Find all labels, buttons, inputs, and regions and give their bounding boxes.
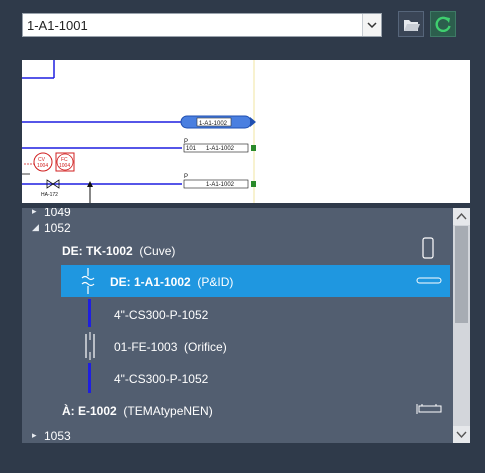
- exchanger-id: À: E-1002: [62, 404, 117, 418]
- exchanger-type: (TEMAtypeNEN): [123, 404, 213, 418]
- chevron-down-icon: [456, 431, 467, 439]
- ref-label-2: 1-A1-1002: [206, 146, 235, 152]
- tree-scrollbar[interactable]: [453, 208, 470, 443]
- pid-id: DE: 1-A1-1002: [110, 275, 191, 289]
- tree-node-tank[interactable]: DE: TK-1002 (Cuve): [62, 244, 175, 258]
- tree-node-pipe-1[interactable]: 4"-CS300-P-1052: [114, 308, 209, 322]
- tree-node-exchanger[interactable]: À: E-1002 (TEMAtypeNEN): [62, 404, 213, 418]
- scroll-up-button[interactable]: [453, 208, 470, 225]
- fc-number: 1004: [59, 163, 70, 169]
- tree-node-1052[interactable]: 1052: [44, 221, 71, 235]
- pid-preview[interactable]: 1-A1-1002 P 101 1-A1-1002 CV 1004 FC 100…: [22, 60, 470, 203]
- cv-number: 1004: [37, 163, 48, 169]
- refresh-icon: [435, 16, 451, 32]
- pid-node-label: DE: 1-A1-1002 (P&ID): [110, 275, 233, 289]
- tree-node-1053[interactable]: 1053: [44, 429, 71, 443]
- orifice-type: (Orifice): [184, 340, 227, 354]
- dropdown-toggle[interactable]: [362, 14, 381, 36]
- expand-arrow-icon[interactable]: ▸: [32, 208, 37, 216]
- expand-arrow-icon[interactable]: ▸: [32, 430, 37, 440]
- chevron-down-icon: [367, 22, 377, 29]
- tree-node-orifice[interactable]: 01-FE-1003 (Orifice): [114, 340, 227, 354]
- ref-label-3: 1-A1-1002: [206, 182, 235, 188]
- collapse-arrow-icon[interactable]: ◢: [32, 222, 39, 232]
- connection-tree[interactable]: ▸ 1049 ◢ 1052 DE: TK-1002 (Cuve) DE: 1-A…: [22, 208, 470, 443]
- valve-tag: HA-172: [41, 192, 58, 198]
- refresh-button[interactable]: [430, 11, 456, 37]
- open-folder-button[interactable]: [398, 11, 424, 37]
- tree-node-pid-selected[interactable]: [61, 265, 450, 297]
- orifice-icon: [85, 332, 95, 360]
- pipe-segment-2: [88, 363, 91, 393]
- heat-exchanger-icon: [416, 404, 442, 414]
- folder-open-icon: [404, 20, 420, 31]
- pid-drawing: 1-A1-1002 P 101 1-A1-1002 CV 1004 FC 100…: [22, 60, 256, 203]
- document-dropdown[interactable]: 1-A1-1001: [22, 13, 382, 37]
- tank-type: (Cuve): [139, 244, 176, 258]
- break-symbol-icon: [81, 268, 95, 294]
- pipe-segment-1: [88, 299, 91, 327]
- tank-icon: [422, 237, 434, 259]
- scroll-thumb[interactable]: [455, 226, 468, 323]
- p-label-2: P: [184, 174, 188, 180]
- cv-label: CV: [38, 157, 46, 163]
- document-dropdown-value: 1-A1-1001: [27, 18, 88, 33]
- orifice-id: 01-FE-1003: [114, 340, 178, 354]
- tree-node-pipe-2[interactable]: 4"-CS300-P-1052: [114, 372, 209, 386]
- ref-label-1: 1-A1-1002: [199, 121, 228, 127]
- tree-node-1049[interactable]: 1049: [44, 208, 71, 219]
- p-number-1: 101: [186, 146, 197, 152]
- toolbar: 1-A1-1001: [0, 0, 485, 50]
- scroll-down-button[interactable]: [453, 426, 470, 443]
- chevron-up-icon: [456, 212, 467, 220]
- pipe-reference-icon: [416, 277, 442, 284]
- tank-id: DE: TK-1002: [62, 244, 133, 258]
- fc-label: FC: [61, 157, 68, 163]
- pid-type: (P&ID): [197, 275, 234, 289]
- p-label-1: P: [184, 139, 188, 145]
